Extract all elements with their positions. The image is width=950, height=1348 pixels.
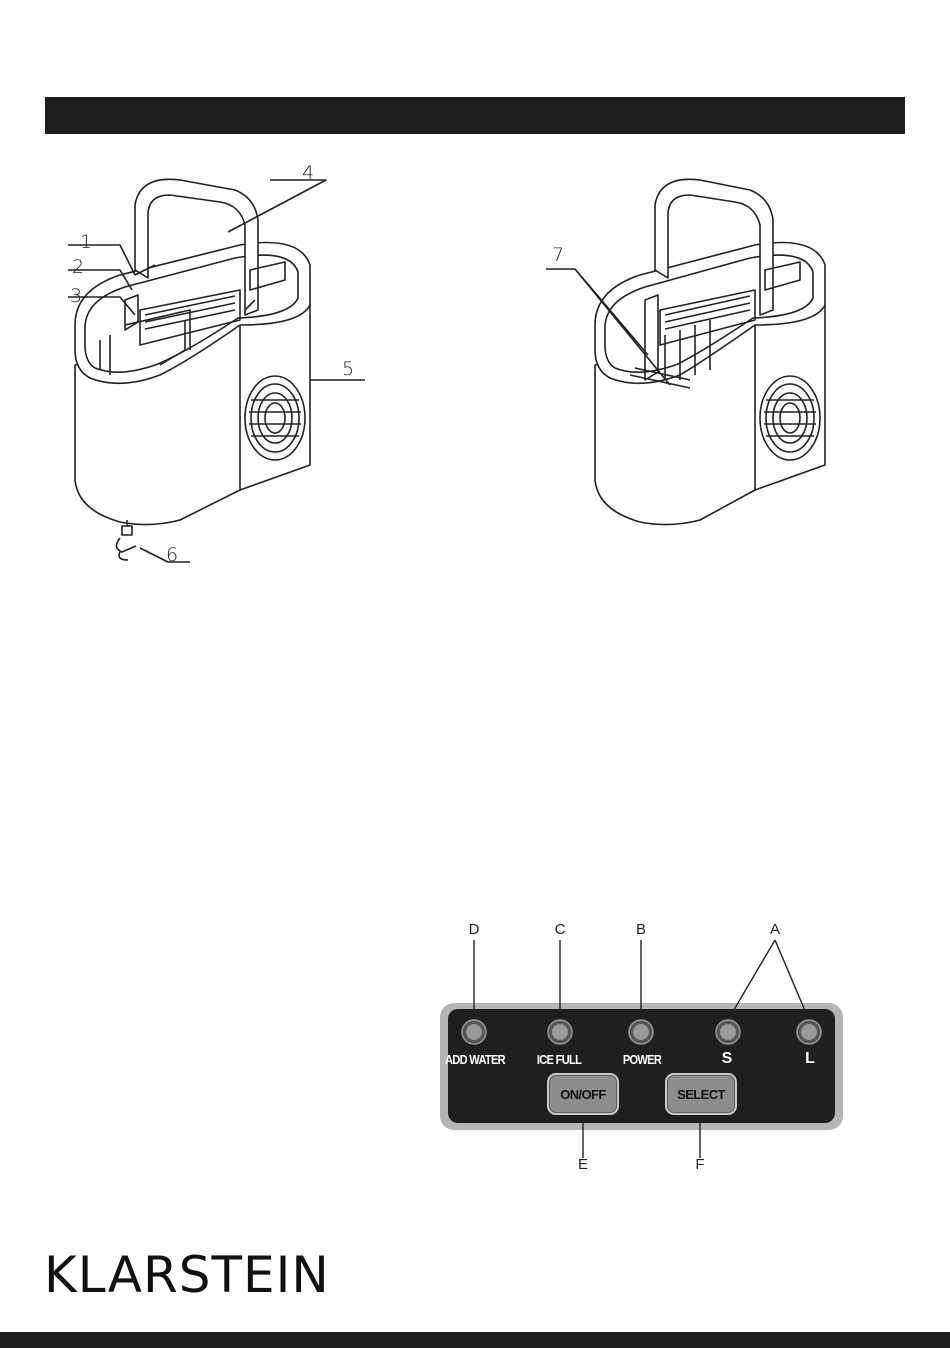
- callout-number: 3: [70, 287, 82, 306]
- callout-number: 7: [552, 246, 564, 265]
- control-panel-diagram: D C B A ADD WATER ICE FULL POWER S L ON/…: [430, 910, 860, 1180]
- callout-number: 5: [342, 360, 354, 379]
- ice-full-label: ICE FULL: [537, 1053, 581, 1066]
- button-letter-e: E: [578, 1157, 588, 1172]
- callout-number: 6: [166, 546, 178, 565]
- add-water-label: ADD WATER: [445, 1053, 505, 1066]
- led-letter-a: A: [770, 922, 780, 937]
- callout-number: 2: [72, 258, 84, 277]
- control-panel-lines: [430, 910, 860, 1180]
- footer-bar: [0, 1332, 950, 1348]
- led-letter-b: B: [636, 922, 646, 937]
- ice-maker-illustration-inner: [520, 150, 860, 550]
- on-off-button[interactable]: ON/OFF: [547, 1073, 619, 1115]
- led-letter-c: C: [555, 922, 566, 937]
- power-label: POWER: [623, 1053, 661, 1066]
- size-s-label: S: [722, 1051, 733, 1067]
- callout-number: 1: [80, 233, 92, 252]
- led-letter-d: D: [469, 922, 480, 937]
- callout-number: 4: [302, 164, 314, 183]
- select-button[interactable]: SELECT: [665, 1073, 737, 1115]
- size-l-label: L: [805, 1051, 815, 1067]
- brand-logo: KLARSTEIN: [44, 1250, 330, 1300]
- button-letter-f: F: [695, 1157, 704, 1172]
- header-bar: [45, 97, 905, 134]
